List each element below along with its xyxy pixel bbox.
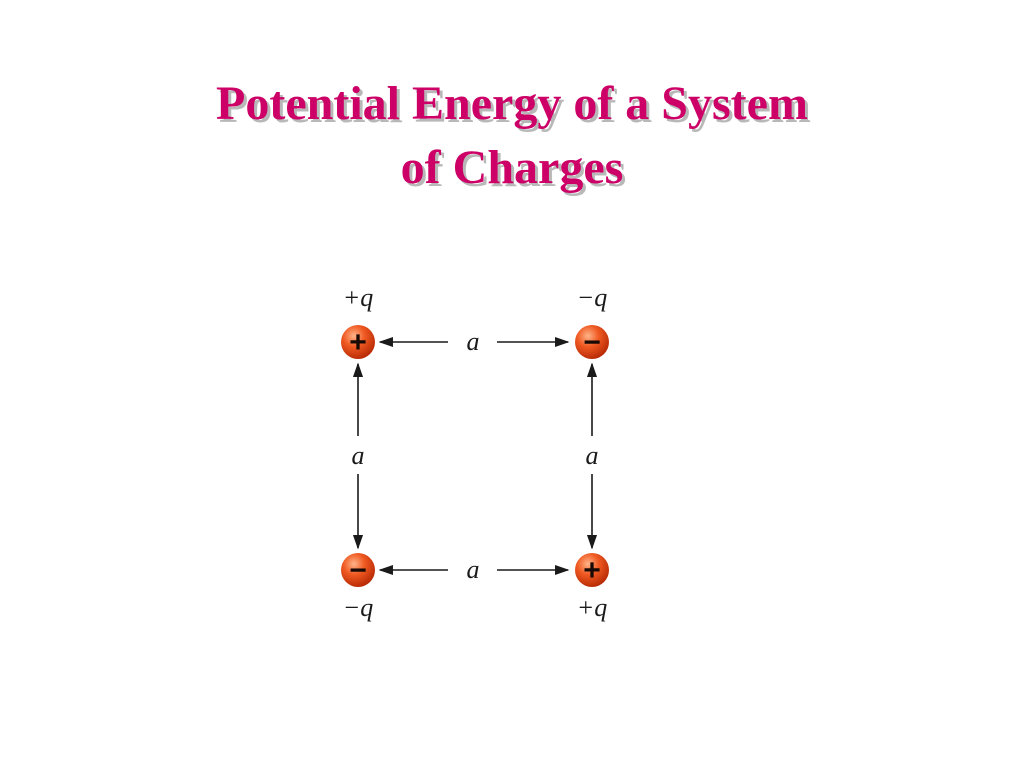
- side-bottom: a: [378, 555, 570, 584]
- charge-sign-bottom-right: +: [583, 554, 601, 587]
- title-line-1: Potential Energy of a System: [216, 77, 808, 130]
- charge-label-bottom-left: −q: [343, 593, 374, 622]
- charge-top-right: −q −: [575, 283, 609, 359]
- charge-label-top-right: −q: [577, 283, 608, 312]
- side-label-top: a: [467, 327, 480, 356]
- side-top: a: [378, 327, 570, 356]
- charge-top-left: +q +: [341, 283, 375, 359]
- charge-bottom-right: + +q: [575, 553, 609, 622]
- side-label-left: a: [352, 441, 365, 470]
- side-label-right: a: [586, 441, 599, 470]
- charge-sign-top-right: −: [583, 326, 601, 359]
- side-right: a: [586, 362, 599, 550]
- charge-sign-top-left: +: [349, 326, 367, 359]
- slide-title: Potential Energy of a System of Charges: [0, 72, 1024, 200]
- positive-charge-icon: [575, 553, 609, 587]
- negative-charge-icon: [575, 325, 609, 359]
- title-line-2: of Charges: [400, 141, 624, 194]
- side-label-bottom: a: [467, 555, 480, 584]
- charge-label-bottom-right: +q: [577, 593, 608, 622]
- charge-sign-bottom-left: −: [349, 554, 367, 587]
- charge-bottom-left: − −q: [341, 553, 375, 622]
- negative-charge-icon: [341, 553, 375, 587]
- positive-charge-icon: [341, 325, 375, 359]
- side-left: a: [352, 362, 365, 550]
- charge-label-top-left: +q: [343, 283, 374, 312]
